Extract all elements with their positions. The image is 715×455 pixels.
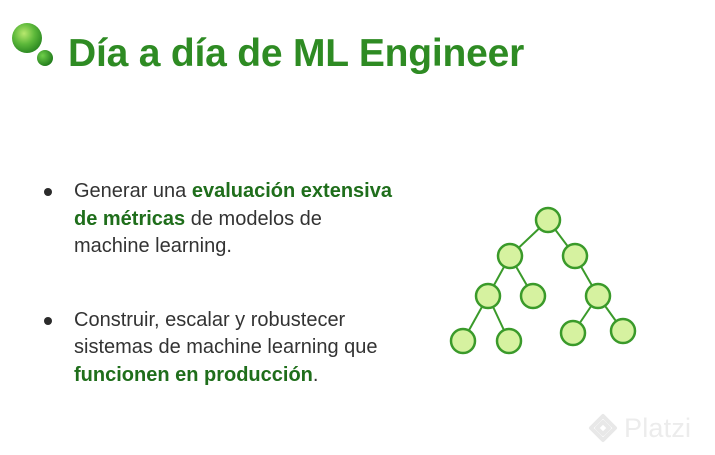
bullet-text-after: de modelos de machine learning. xyxy=(74,207,322,258)
tree-node xyxy=(519,282,547,310)
tree-nodes xyxy=(449,206,637,355)
tree-edges xyxy=(462,219,624,342)
bullet-dot-icon xyxy=(44,188,52,196)
tree-node xyxy=(584,282,612,310)
platzi-watermark: Platzi xyxy=(588,413,691,443)
bullet-list: Generar una evaluación extensiva de métr… xyxy=(40,178,400,389)
bullet-highlight: funcionen en producción xyxy=(74,363,313,386)
page-title: Día a día de ML Engineer xyxy=(68,32,525,75)
tree-node xyxy=(609,317,637,345)
tree-node xyxy=(496,242,524,270)
tree-node xyxy=(495,327,523,355)
binary-tree-diagram-icon xyxy=(449,206,637,355)
platzi-wordmark: Platzi xyxy=(624,413,692,443)
bullet-item-evaluation: Generar una evaluación extensiva de métr… xyxy=(40,178,400,261)
bullet-highlight: evaluación extensiva de métricas xyxy=(74,180,392,230)
tree-node xyxy=(559,319,587,347)
green-circles-icon xyxy=(12,23,53,66)
tree-node xyxy=(474,282,502,310)
bullet-item-production: Construir, escalar y robustecer sistemas… xyxy=(40,307,400,390)
platzi-logo-icon xyxy=(589,414,617,442)
tree-node xyxy=(449,327,477,355)
tree-node xyxy=(534,206,562,234)
tree-node xyxy=(561,242,589,270)
bullet-text-after: . xyxy=(312,363,319,386)
bullet-text-before: Generar una xyxy=(74,180,192,202)
bullet-text-before: Construir, escalar y robustecer sistemas… xyxy=(74,308,378,359)
bullet-dot-icon xyxy=(44,316,52,325)
